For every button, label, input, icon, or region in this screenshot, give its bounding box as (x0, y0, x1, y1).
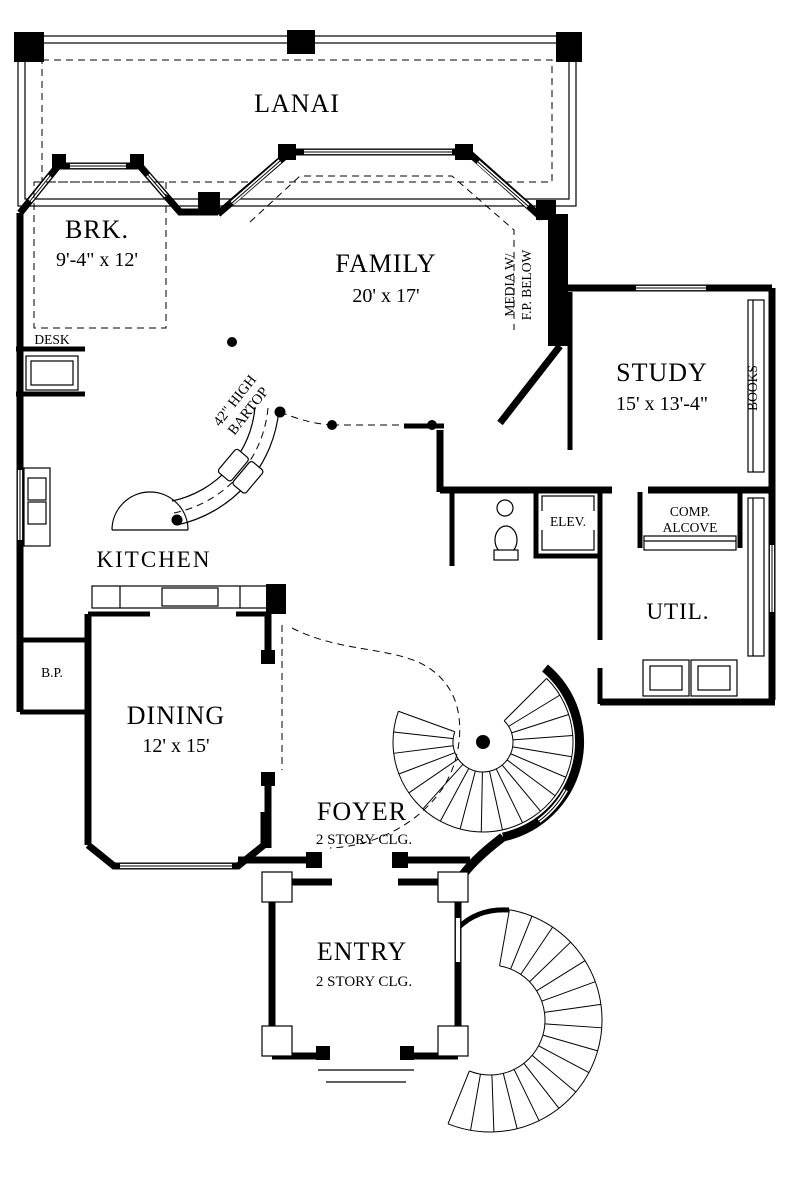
study-label: STUDY (616, 358, 708, 387)
entry-label: ENTRY (317, 937, 407, 966)
pilaster (261, 1025, 293, 1057)
media-fireplace-wall (548, 214, 568, 346)
lanai-ceiling-dashed (41, 59, 553, 183)
butlers-pantry-label: B.P. (41, 665, 63, 680)
media-note-line2: F.P. BELOW (519, 249, 534, 320)
entry-note: 2 STORY CLG. (316, 974, 412, 990)
ceiling-dashed-lines (33, 175, 515, 849)
fixtures (23, 299, 765, 1083)
kitchen-counter (23, 467, 51, 547)
elev-label-bg (541, 511, 595, 530)
stair-curved-wall (502, 664, 584, 842)
comp-alcove-line2: ALCOVE (663, 520, 718, 535)
kitchen-counter (91, 585, 271, 609)
pilaster (261, 871, 293, 903)
study-dims: 15' x 13'-4" (616, 393, 708, 415)
column-post (14, 32, 44, 62)
column-dot (171, 514, 183, 526)
sink-icon (27, 501, 47, 525)
stair-newel (476, 735, 490, 749)
elevator-label: ELEV. (550, 514, 586, 529)
family-label: FAMILY (335, 249, 436, 278)
dining-label: DINING (127, 701, 225, 730)
books-label: BOOKS (745, 365, 760, 411)
comp-alcove-line1: COMP. (670, 504, 710, 519)
desk-counter (25, 355, 79, 391)
family-dims: 20' x 17' (352, 285, 419, 307)
media-note-line1: MEDIA W/ (502, 253, 517, 316)
column-dot (274, 406, 286, 418)
range-icon (161, 587, 219, 607)
washer-icon (642, 659, 690, 697)
breakfast-label: BRK. (65, 215, 129, 244)
sink-icon (496, 499, 514, 517)
column-post (556, 32, 582, 62)
bar-sink-icon (217, 448, 264, 494)
pilaster (437, 1025, 469, 1057)
column-dot (227, 337, 237, 347)
pilaster (437, 871, 469, 903)
dining-dims: 12' x 15' (142, 735, 209, 757)
curved-counter (111, 491, 189, 531)
lanai-enclosure (14, 30, 582, 220)
desk-label: DESK (34, 332, 70, 347)
book-shelf (747, 299, 765, 473)
column-dot (427, 420, 437, 430)
column-dot (327, 420, 337, 430)
entry-curved-stair (447, 909, 603, 1133)
column-post (287, 30, 315, 54)
bartop-note: 42" HIGH BARTOP (210, 372, 272, 439)
breakfast-dims: 9'-4" x 12' (56, 249, 138, 271)
sink-icon (27, 477, 47, 501)
utility-label: UTIL. (646, 599, 709, 624)
utility-counter (747, 497, 765, 657)
computer-counter (643, 535, 737, 551)
foyer-note: 2 STORY CLG. (316, 832, 412, 848)
dryer-icon (690, 659, 738, 697)
interior-spiral-stair (392, 678, 574, 833)
foyer-label: FOYER (317, 797, 407, 826)
walls (16, 144, 776, 1060)
kitchen-label: KITCHEN (97, 547, 212, 572)
lanai-label: LANAI (254, 89, 340, 118)
windows (17, 149, 775, 962)
